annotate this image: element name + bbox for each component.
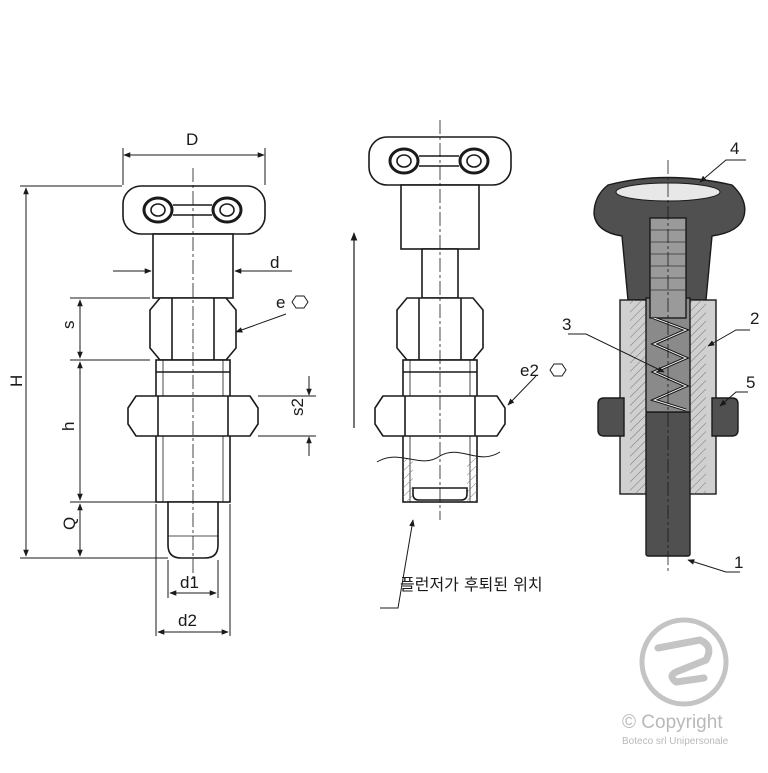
callout-3: 3	[562, 315, 571, 334]
watermark-logo-icon	[639, 617, 729, 707]
left-view	[122, 168, 266, 580]
caption-leader	[380, 519, 415, 609]
cutaway-hatch-right	[467, 458, 477, 502]
dim-d1-label: d1	[180, 573, 199, 592]
dim-s2-label: s2	[288, 398, 307, 416]
left-dimension-labels: D d e H s h Q s2 d1 d2	[7, 130, 309, 630]
callout-1: 1	[734, 553, 743, 572]
dim-d2-label: d2	[178, 611, 197, 630]
dim-d-label: d	[270, 253, 279, 272]
left-dimensions	[20, 148, 316, 636]
watermark-copyright-text: © Copyright	[622, 712, 723, 733]
dim-D-label: D	[186, 130, 198, 149]
middle-view-labels: e2 플런저가 후퇴된 위치	[400, 361, 567, 594]
dim-Q-label: Q	[60, 517, 79, 530]
dim-h-label: h	[59, 422, 78, 431]
section-view	[568, 159, 750, 573]
hex-symbol-icon	[291, 295, 309, 309]
knob-holes	[142, 196, 243, 224]
dim-s-label: s	[59, 321, 78, 330]
callout-2: 2	[750, 309, 759, 328]
dim-e2-label: e2	[520, 361, 539, 380]
middle-view	[350, 120, 537, 609]
knob-holes-retracted	[388, 147, 490, 175]
retracted-position-caption: 플런저가 후퇴된 위치	[400, 575, 543, 594]
callout-5: 5	[746, 373, 755, 392]
hex-symbol-icon-2	[549, 363, 567, 377]
cutaway-hatch-left	[403, 458, 413, 502]
callout-4: 4	[730, 139, 739, 158]
dim-H-label: H	[7, 375, 26, 387]
break-line	[376, 451, 501, 463]
watermark-company-text: Boteco srl Unipersonale	[622, 736, 729, 747]
section-lock-nut	[597, 397, 625, 437]
dim-e-label: e	[276, 293, 285, 312]
section-callouts: 4 2 3 5 1	[562, 139, 759, 572]
copyright-watermark: © Copyright Boteco srl Unipersonale	[622, 617, 729, 747]
